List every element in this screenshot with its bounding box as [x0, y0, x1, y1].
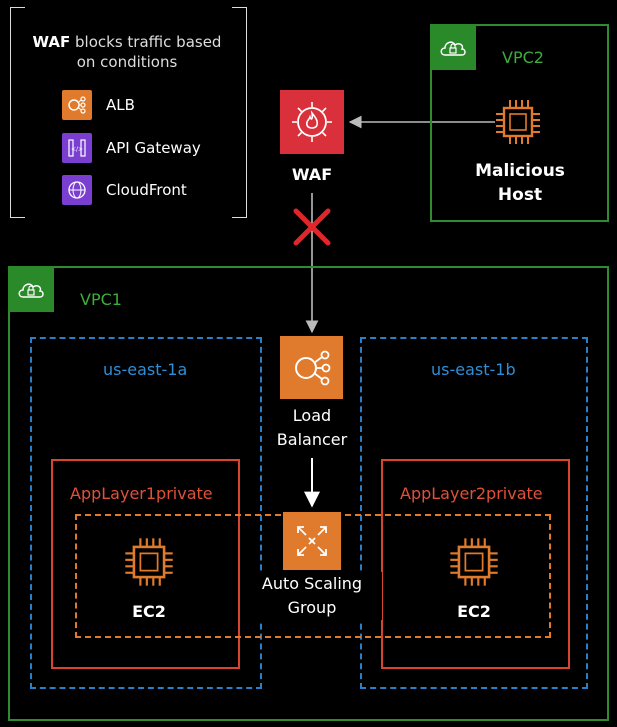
ec2-2-chip-icon: [446, 534, 502, 594]
vpc1-container: VPC1: [8, 266, 609, 721]
waf-icon: [280, 90, 344, 154]
malicious-host-chip-icon: [492, 96, 544, 152]
vpc1-label: VPC1: [80, 290, 122, 309]
load-balancer-icon: [280, 336, 343, 399]
malicious-host-line1: Malicious: [475, 161, 565, 181]
legend-title: WAF blocks traffic based on conditions: [18, 32, 236, 72]
subnet-applayer1private: [51, 459, 240, 669]
malicious-host-line2: Host: [497, 185, 543, 205]
vpc2-label: VPC2: [502, 48, 544, 67]
load-balancer-line2: Balancer: [276, 430, 348, 449]
blocked-x-icon: [293, 208, 331, 246]
auto-scaling-label: Auto Scaling Group: [242, 572, 382, 620]
ec2-1-label: EC2: [132, 602, 166, 621]
svg-text:</>: </>: [71, 146, 83, 153]
malicious-host-label: Malicious Host: [455, 159, 585, 207]
legend-title-bold: WAF: [32, 33, 71, 51]
subnet-1-label: AppLayer1private: [70, 484, 213, 503]
auto-scaling-icon: [283, 512, 341, 570]
legend-item-label: API Gateway: [106, 139, 201, 157]
api-gateway-icon: </>: [62, 133, 92, 163]
waf-label: WAF: [291, 165, 333, 184]
legend-item-label: CloudFront: [106, 181, 187, 199]
legend-item-api-gateway: </> API Gateway: [62, 133, 201, 163]
legend-title-rest: blocks traffic based: [70, 33, 222, 51]
alb-icon: [62, 90, 92, 120]
legend-bracket-right: [232, 7, 247, 218]
auto-scaling-line1: Auto Scaling: [261, 574, 363, 593]
vpc2-container: VPC2: [430, 24, 609, 222]
vpc2-lock-cloud-icon: [430, 24, 476, 70]
legend-item-alb: ALB: [62, 90, 135, 120]
az-b-label: us-east-1b: [431, 360, 516, 379]
legend-bracket-left: [10, 7, 25, 218]
az-us-east-1b: [360, 337, 588, 689]
ec2-2-label: EC2: [457, 602, 491, 621]
vpc1-lock-cloud-icon: [8, 266, 54, 312]
ec2-1-chip-icon: [121, 534, 177, 594]
legend-title-line2: on conditions: [76, 53, 178, 71]
cloudfront-icon: [62, 175, 92, 205]
auto-scaling-line2: Group: [287, 598, 337, 617]
load-balancer-label: Load Balancer: [252, 404, 372, 452]
az-a-label: us-east-1a: [103, 360, 188, 379]
legend-item-cloudfront: CloudFront: [62, 175, 187, 205]
legend-item-label: ALB: [106, 96, 135, 114]
subnet-applayer2private: [381, 459, 570, 669]
subnet-2-label: AppLayer2private: [400, 484, 543, 503]
load-balancer-line1: Load: [292, 406, 332, 425]
az-us-east-1a: [30, 337, 262, 689]
